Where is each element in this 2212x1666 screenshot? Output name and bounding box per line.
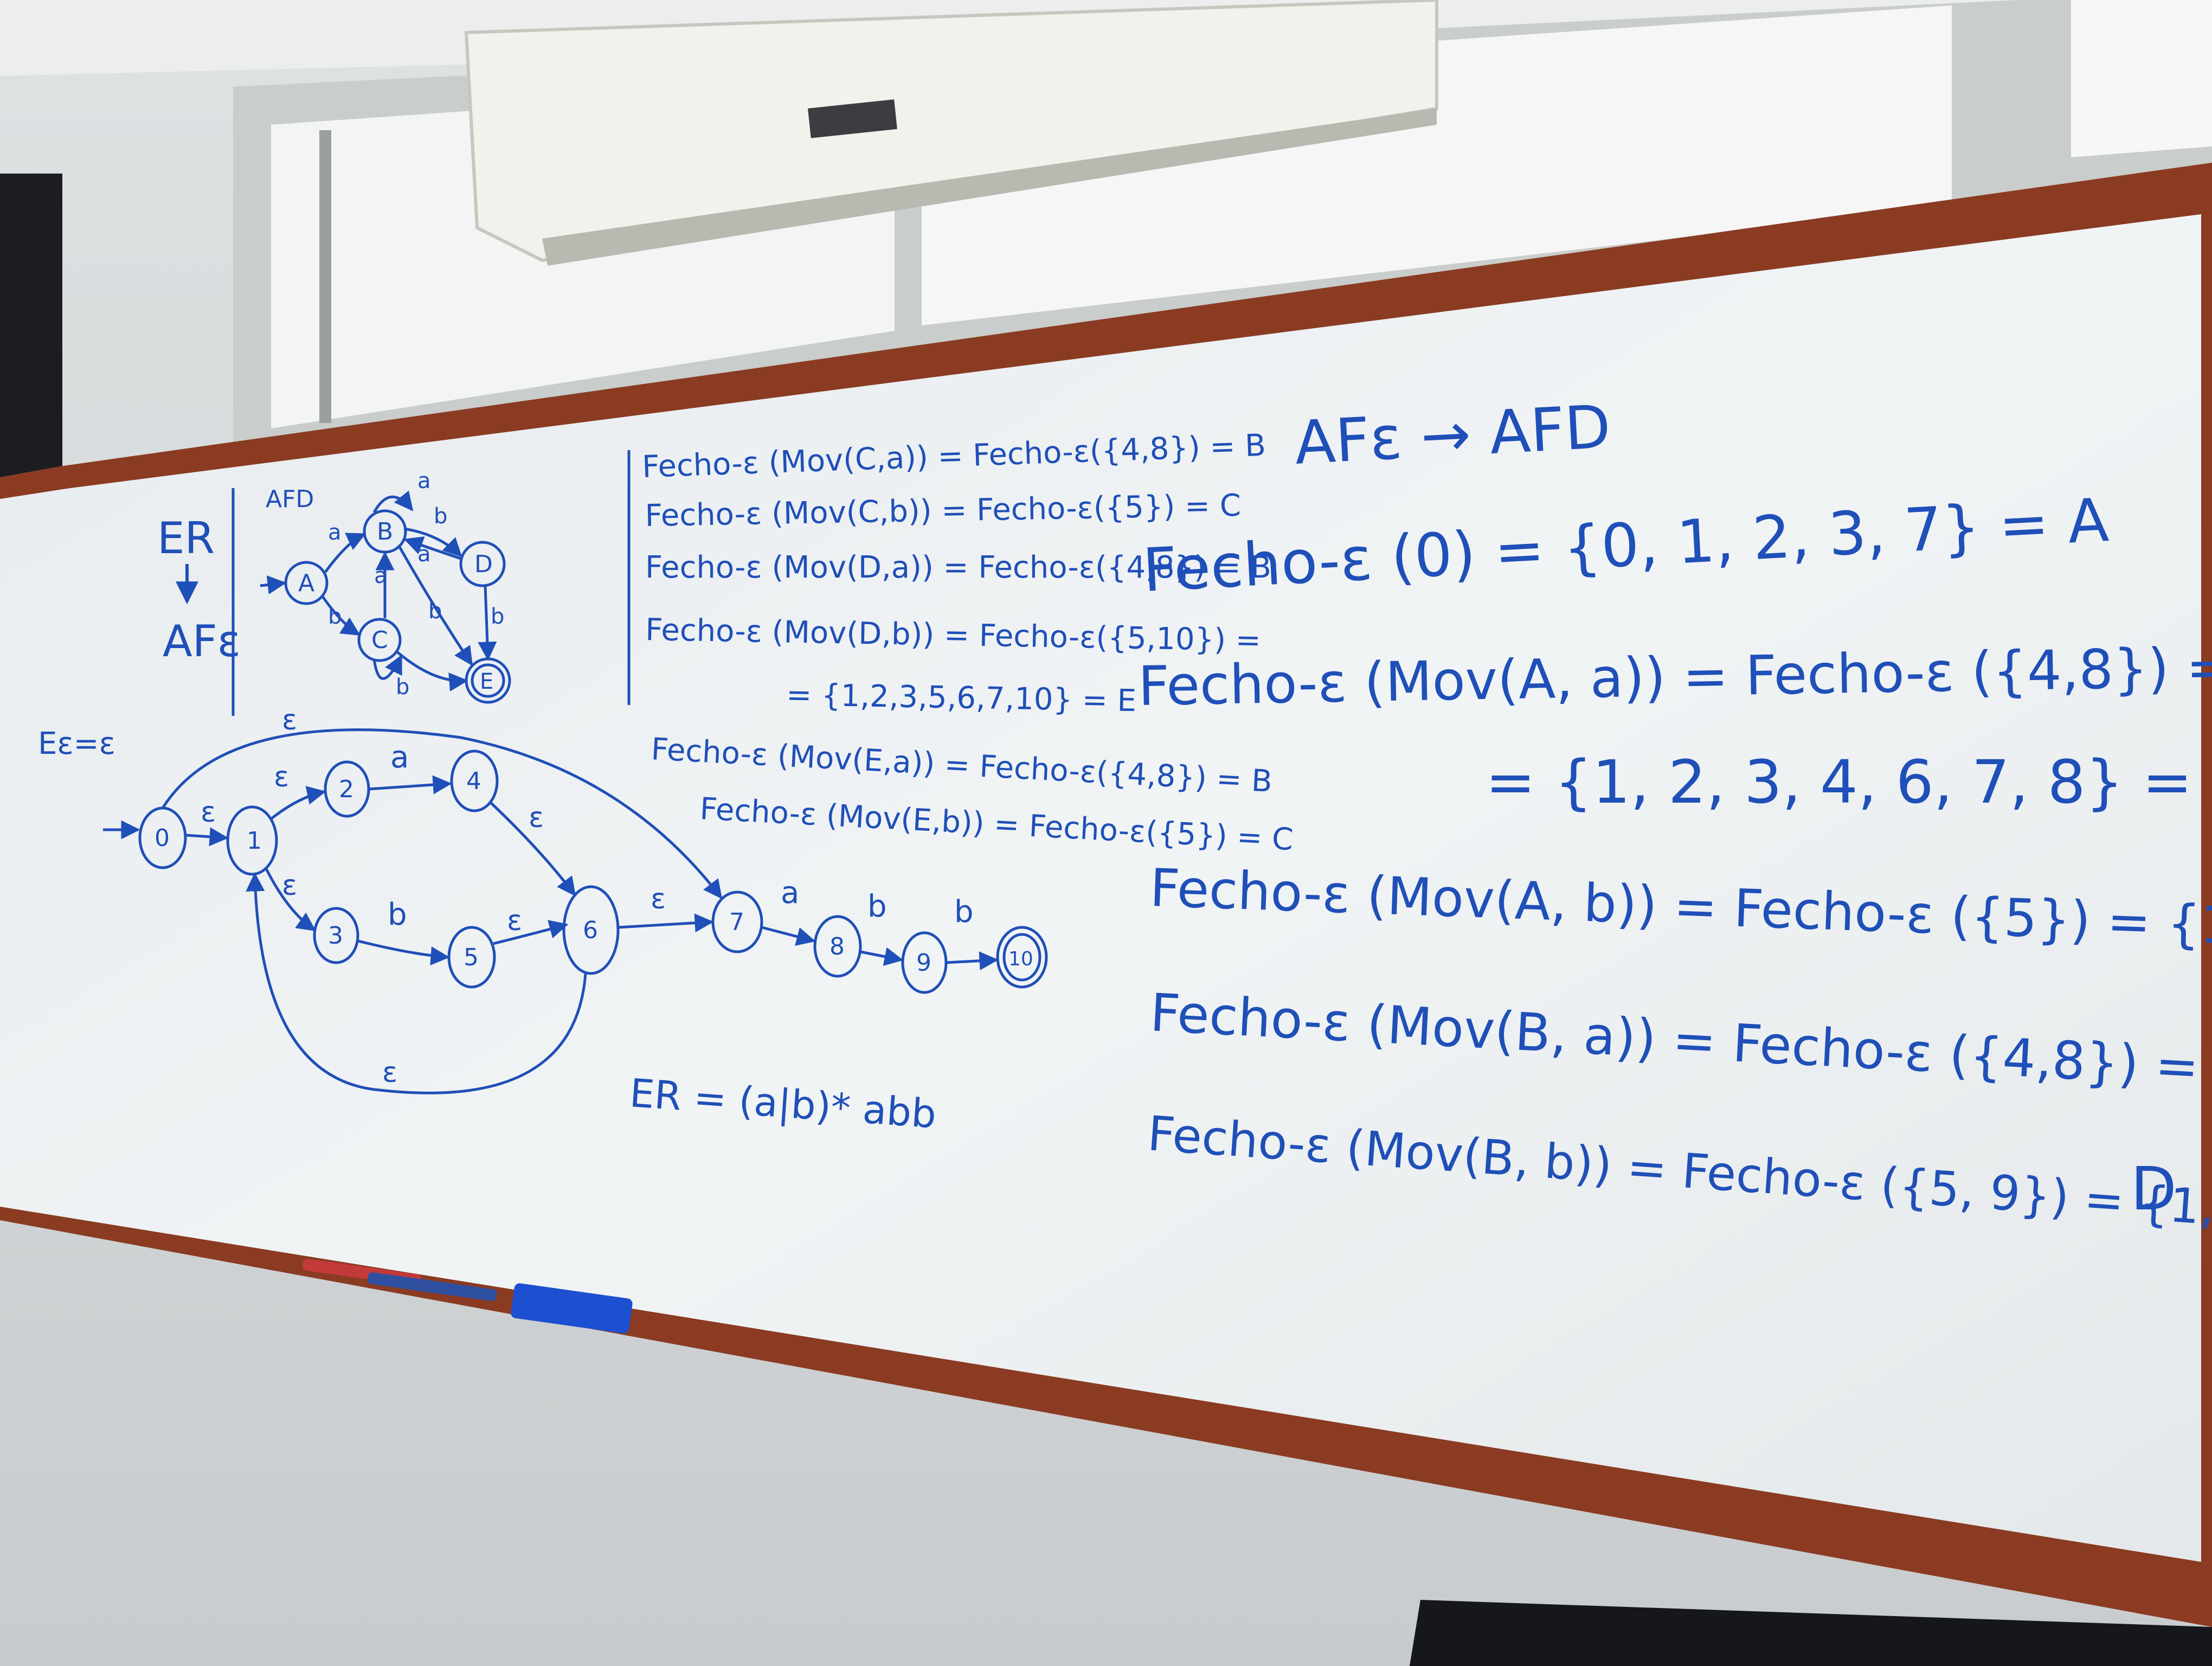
eraser: [511, 1283, 633, 1334]
nfa-state-6: 6: [583, 917, 598, 944]
afd-edge-label-1: a: [328, 520, 342, 545]
right-title: AFε → AFD: [1293, 392, 1612, 478]
middle-line-3: Fecho-ε (Mov(D,a)) = Fecho-ε({4,8}) = B: [645, 550, 1271, 585]
nfa-edge-label-0-1: ε: [201, 796, 216, 829]
title-er: ER: [157, 513, 215, 563]
nfa-state-5: 5: [464, 944, 479, 971]
nfa-edge-label-1-2: ε: [274, 761, 289, 793]
nfa-state-1: 1: [247, 827, 262, 855]
board-surface: [0, 214, 2201, 1562]
afd-state-d: D: [474, 550, 493, 578]
right-line-3: = {1, 2, 3, 4, 6, 7, 8} = B: [1486, 747, 2212, 817]
afd-edge-label-4: b: [434, 504, 447, 529]
eps-eq: Eε=ε: [38, 726, 115, 761]
nfa-diagram: [103, 728, 1048, 1094]
afd-state-c: C: [371, 626, 388, 654]
nfa-edge-label-7-8: a: [781, 875, 799, 911]
nfa-edge-label-9-10: b: [954, 894, 974, 930]
window-pane-3: [2071, 0, 2212, 157]
afd-state-a: A: [298, 569, 314, 597]
nfa-edge-label-1-3: ε: [282, 869, 297, 902]
nfa-edge-label-2-4: a: [390, 740, 409, 775]
afd-state-b: B: [377, 518, 393, 546]
desk-monitor: [1410, 1600, 2212, 1666]
nfa-edge-label-3-5: b: [388, 897, 407, 932]
nfa-edge-label-0-7: ε: [282, 704, 297, 736]
afd-edge-label-5: a: [417, 542, 431, 567]
nfa-edge-label-4-6: ε: [529, 802, 544, 834]
middle-line-5: = {1,2,3,5,6,7,10} = E: [786, 677, 1137, 719]
left-section: ER AFε AFD Eε=ε A B C D: [38, 469, 1048, 1137]
afd-edge-label-3: b: [328, 604, 342, 629]
nfa-state-4: 4: [466, 767, 481, 795]
marker-blue: [367, 1272, 497, 1302]
afd-edge-label-7: a: [374, 563, 388, 588]
nfa-state-7: 7: [729, 908, 744, 936]
afd-edge-label-2: a: [417, 469, 431, 494]
air-conditioner: [464, 0, 1438, 266]
nfa-state-2: 2: [339, 776, 354, 803]
afd-diagram: [260, 490, 511, 704]
nfa-state-10: 10: [1008, 948, 1033, 970]
afd-edge-label-8: b: [428, 599, 442, 624]
marker-d: D: [2131, 1154, 2177, 1223]
afd-state-e: E: [480, 669, 493, 694]
marker-tray: [302, 1259, 633, 1334]
nfa-edge-label-6-7: ε: [651, 883, 666, 915]
afd-edge-label-9: b: [396, 675, 409, 700]
nfa-edge-label-6-1: ε: [382, 1056, 397, 1089]
title-afe: AFε: [163, 616, 241, 667]
nfa-state-8: 8: [829, 933, 845, 960]
nfa-state-3: 3: [328, 922, 343, 950]
nfa-state-0: 0: [155, 824, 170, 852]
nfa-edge-label-5-6: ε: [507, 905, 522, 937]
nfa-state-9: 9: [916, 949, 931, 977]
nfa-edge-label-8-9: b: [867, 889, 887, 924]
afd-label: AFD: [266, 485, 314, 513]
afd-edge-label-6: b: [491, 604, 504, 629]
